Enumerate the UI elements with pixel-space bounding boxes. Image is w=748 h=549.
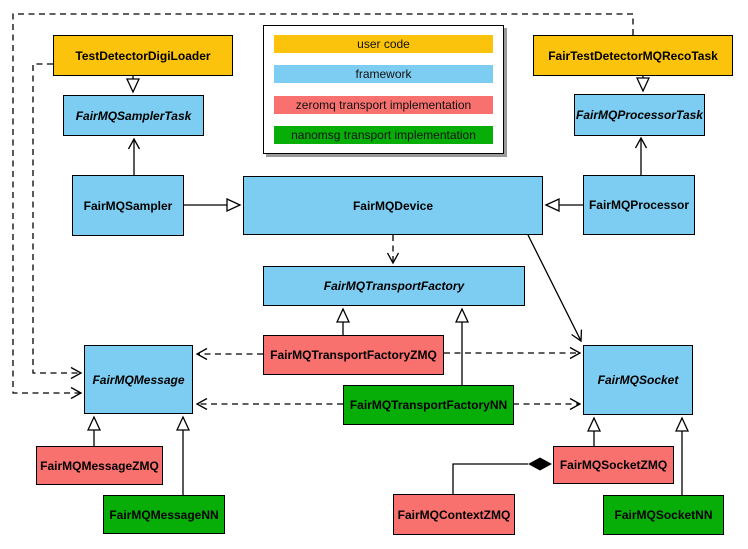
class-label: FairMQSocketNN	[614, 508, 713, 522]
class-box-testdetectordigiloader: TestDetectorDigiLoader	[53, 35, 233, 76]
class-box-fairmqtransportfactory: FairMQTransportFactory	[263, 266, 525, 306]
class-label: FairMQSocketZMQ	[559, 458, 668, 472]
class-box-fairmqsamplertask: FairMQSamplerTask	[63, 95, 204, 136]
class-box-fairmqmessage: FairMQMessage	[84, 345, 193, 414]
class-label: FairMQMessageZMQ	[40, 458, 159, 473]
class-label: FairMQProcessor	[588, 198, 690, 212]
class-box-fairmqsocketnn: FairMQSocketNN	[603, 495, 724, 535]
legend-label: zeromq transport implementation	[295, 97, 472, 112]
legend-item-zeromq: zeromq transport implementation	[274, 95, 493, 114]
class-label: FairMQSampler	[83, 198, 173, 213]
class-label: FairMQSamplerTask	[75, 108, 192, 123]
legend-box: user code framework zeromq transport imp…	[263, 25, 504, 154]
legend-label: nanomsg transport implementation	[291, 127, 476, 142]
class-box-fairmqprocessortask: FairMQProcessorTask	[574, 94, 705, 136]
legend-label: framework	[355, 67, 412, 82]
class-label: FairMQMessageNN	[109, 507, 219, 522]
edge-socketzmq-owns-contextzmq	[452, 457, 552, 494]
class-box-fairmqmessagezmq: FairMQMessageZMQ	[36, 446, 163, 485]
edge-recotask-uses-message	[12, 13, 634, 400]
class-box-fairmqtransportfactorynn: FairMQTransportFactoryNN	[343, 385, 514, 425]
class-box-fairmqsocketzmq: FairMQSocketZMQ	[553, 446, 674, 484]
class-box-fairmqtransportfactoryzmq: FairMQTransportFactoryZMQ	[263, 335, 444, 375]
class-box-fairmqmessagenn: FairMQMessageNN	[103, 495, 225, 534]
class-label: TestDetectorDigiLoader	[75, 48, 211, 63]
class-label: FairMQSocket	[597, 373, 679, 387]
legend-item-user-code: user code	[274, 35, 493, 53]
class-box-fairmqdevice: FairMQDevice	[243, 176, 543, 235]
class-label: FairMQTransportFactoryZMQ	[270, 348, 437, 362]
class-label: FairMQContextZMQ	[397, 507, 511, 522]
class-label: FairTestDetectorMQRecoTask	[548, 48, 718, 63]
class-box-fairmqsampler: FairMQSampler	[72, 175, 184, 236]
class-box-fairtestdetectormqrecotask: FairTestDetectorMQRecoTask	[533, 35, 733, 76]
edge-device-uses-socket	[527, 234, 583, 343]
class-label: FairMQMessage	[92, 372, 185, 387]
class-box-fairmqcontextzmq: FairMQContextZMQ	[393, 494, 515, 535]
class-label: FairMQTransportFactoryNN	[349, 398, 508, 412]
class-box-fairmqsocket: FairMQSocket	[583, 345, 693, 415]
legend-label: user code	[357, 37, 410, 51]
class-label: FairMQProcessorTask	[576, 108, 703, 122]
legend-item-nanomsg: nanomsg transport implementation	[274, 125, 493, 144]
class-label: FairMQTransportFactory	[323, 279, 465, 293]
class-box-fairmqprocessor: FairMQProcessor	[583, 175, 695, 235]
class-label: FairMQDevice	[352, 198, 434, 213]
legend-item-framework: framework	[274, 65, 493, 84]
